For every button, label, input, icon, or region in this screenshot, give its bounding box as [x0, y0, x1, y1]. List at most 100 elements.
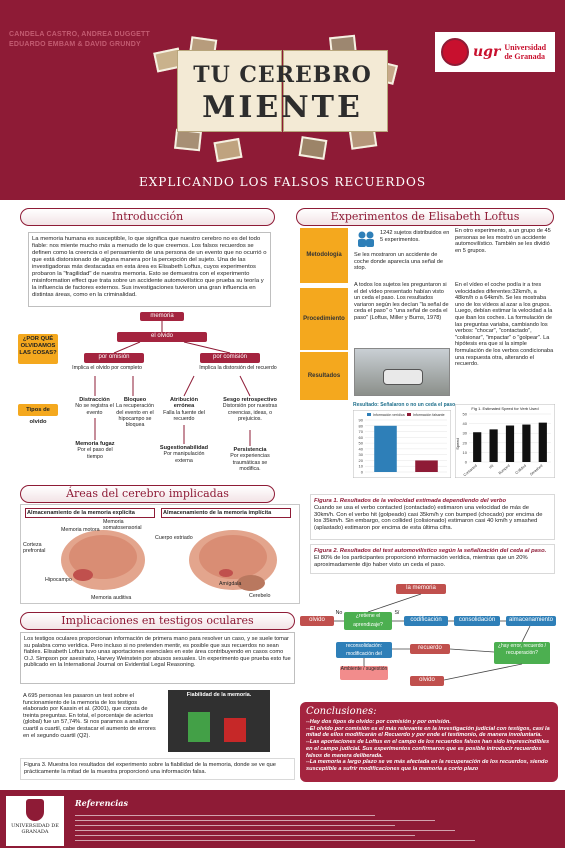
reference-line: [75, 817, 435, 821]
conclusions-list: --Hay dos tipos de olvido: por comisión …: [306, 719, 552, 773]
bar-1: [415, 460, 438, 472]
car-crash-photo: [354, 348, 450, 396]
conclusion-item: --Las aportaciones de Loftus en el campo…: [306, 739, 550, 759]
footer-university-name: UNIVERSIDAD DE GRANADA: [11, 823, 59, 835]
y-tick-label: 20: [463, 440, 468, 445]
testigos-body: Los testigos oculares proporcionan infor…: [20, 632, 295, 684]
brain-illustration: [61, 530, 277, 591]
book-page-left: [177, 50, 282, 132]
y-tick-label: 40: [359, 446, 364, 451]
legend-swatch: [407, 413, 411, 416]
figure-3-caption: Figura 3. Muestra los resultados del exp…: [20, 758, 295, 780]
reference-line: [75, 827, 455, 831]
procedimiento-text-2: En el vídeo el coche podía ir a tres vel…: [455, 282, 554, 368]
chart-frame: [455, 404, 555, 478]
y-tick-label: 20: [359, 458, 364, 463]
legend-label: Información falsante: [413, 413, 445, 417]
type-desc: Falla la fuente del recuerdo: [163, 409, 205, 422]
conclusion-item: --Hay dos tipos de olvido: por comisión …: [306, 719, 451, 725]
metodologia-text-2: Se les mostraron un accidente de coche d…: [354, 252, 443, 272]
figure-2-body: El 80% de los participantes proporcionó …: [314, 554, 528, 568]
figure-2-caption: Figura 2. Resultados del test automovilí…: [310, 544, 555, 574]
chart-title-1: Resultado: Señalaron o no un ceda el pas…: [353, 402, 456, 408]
type-atribucion: Atribución errónea Falla la fuente del r…: [160, 397, 208, 422]
type-desc: No se registra el evento: [75, 403, 114, 416]
tag-procedimiento: Procedimiento: [300, 288, 348, 350]
flow-node-memoria: la memoria: [396, 584, 446, 594]
section-heading-intro: Introducción: [20, 208, 275, 226]
references-list: [75, 812, 555, 842]
label-motor: Memoria motora: [61, 527, 100, 533]
y-tick-label: 60: [359, 435, 364, 440]
university-name-line: Universidad: [504, 43, 547, 52]
references-heading: Referencias: [75, 798, 128, 808]
flow-node-olvido-bottom: olvido: [410, 676, 444, 686]
type-title: Sugestionabilidad: [159, 445, 209, 451]
conclusions-box: Conclusiones: --Hay dos tipos de olvido:…: [300, 702, 558, 782]
label-hippocampus: Hipocampo: [45, 577, 72, 583]
university-seal-icon: [441, 38, 469, 66]
reliability-chart-title: Fiabilidad de la memoria.: [186, 692, 252, 698]
poster-header: CANDELA CASTRO, ANDREA DUGGETT EDUARDO E…: [0, 0, 565, 200]
label-auditory: Memoria auditiva: [91, 595, 132, 601]
type-desc: Por manipulación externa: [163, 451, 205, 464]
bar-2: [505, 425, 515, 462]
label-cerebellum: Cerebelo: [249, 593, 271, 599]
type-sugestion: Sugestionabilidad Por manipulación exter…: [158, 445, 210, 464]
type-title: Atribución errónea: [170, 397, 198, 410]
type-desc: Por experiencias traumáticas se modifica…: [230, 453, 270, 472]
type-distraccion: Distracción No se registra el evento: [72, 397, 117, 416]
chart-title-2: Fig 1. Estimated Speed for Verb Used: [471, 406, 538, 411]
flow-node-almacenamiento: almacenamiento: [506, 616, 556, 626]
tag-resultados: Resultados: [300, 352, 348, 400]
conclusions-heading: Conclusiones:: [306, 706, 377, 717]
flow-label-si: Sí: [394, 610, 400, 616]
type-desc: Distorsión por nuestras creencias, ideas…: [222, 403, 278, 422]
type-persistencia: Persistencia Por experiencias traumática…: [222, 447, 278, 472]
reliability-bar-true: [188, 712, 210, 742]
reliability-bar-false: [224, 718, 246, 742]
bar-3: [522, 424, 531, 462]
x-tick-label: Bumped: [498, 464, 511, 476]
authors: CANDELA CASTRO, ANDREA DUGGETT EDUARDO E…: [9, 30, 150, 50]
people-icon: [356, 230, 376, 248]
x-tick-label: Collided: [515, 464, 528, 475]
figure-1-title: Figura 1. Resultados de la velocidad est…: [314, 498, 506, 504]
figure-1-body: Cuando se usa el verbo contacted (contac…: [314, 504, 543, 532]
bar-4: [538, 422, 547, 462]
label-striatum: Cuerpo estriado: [155, 535, 193, 541]
type-title: Distracción: [79, 397, 110, 403]
procedimiento-text-1: A todos los sujetos les preguntaron si e…: [354, 282, 449, 321]
y-tick-label: 10: [463, 450, 468, 455]
car-icon: [383, 369, 423, 385]
brain-figure: Almacenamiento de la memoria explícita A…: [20, 504, 300, 604]
flow-node-olvido-left: olvido: [300, 616, 334, 626]
legend-label: Información verídica: [373, 413, 405, 417]
figure-1-caption: Figura 1. Resultados de la velocidad est…: [310, 494, 555, 540]
x-tick-label: Hit: [488, 464, 494, 470]
implicit-memory-label: Almacenamiento de la memoria implícita: [161, 508, 291, 518]
side-tag-why: ¿POR QUÉ OLVIDAMOS LAS COSAS?: [18, 334, 58, 364]
conclusion-item: --La memoria a largo plazo se ve más afe…: [306, 759, 548, 772]
type-title: Sesgo retrospectivo: [223, 397, 277, 403]
university-name-line: de Granada: [504, 52, 546, 61]
type-bloqueo: Bloqueo La recuperación del evento en el…: [114, 397, 156, 428]
flow-node-retiene: ¿retiene el aprendizaje?: [344, 612, 392, 630]
poster-title-line2: MIENTE: [202, 90, 363, 125]
comision-desc: Implica la distorsión del recuerdo: [199, 365, 277, 371]
node-por-comision: por comisión: [200, 353, 260, 363]
figure-2-title: Figura 2. Resultados del test automovilí…: [314, 548, 547, 554]
node-olvido: el olvido: [117, 332, 207, 342]
flow-node-recuerdo: recuerdo: [410, 644, 450, 654]
type-title: Persistencia: [233, 447, 267, 453]
bar-0: [374, 425, 397, 472]
flow-node-hay-error: ¿hay error, recuerdo / recuperación?: [494, 642, 550, 664]
label-amygdala: Amígdala: [219, 581, 242, 587]
flow-label-no: No: [335, 610, 343, 616]
footer-logo: UNIVERSIDAD DE GRANADA: [6, 796, 64, 846]
reference-line: [75, 837, 475, 841]
conclusion-item: --El olvido por comisión es el más relev…: [306, 725, 550, 739]
